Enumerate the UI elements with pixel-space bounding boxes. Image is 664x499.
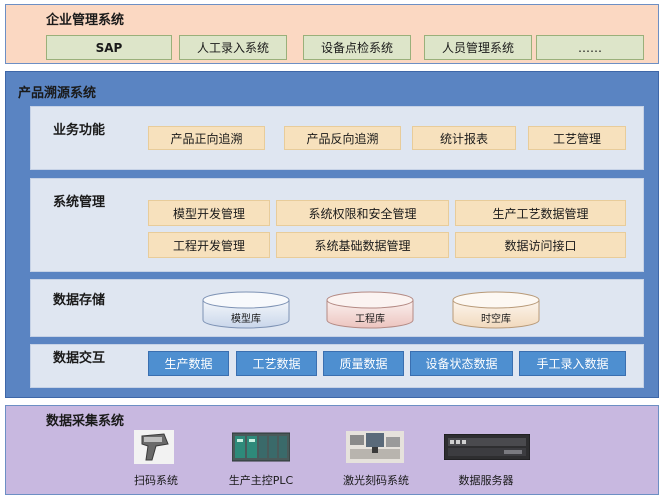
data-exchange-panel: 数据交互 生产数据 工艺数据 质量数据 设备状态数据 手工录入数据 [30,344,644,388]
barcode-scanner-icon [134,430,174,464]
collection-server-label: 数据服务器 [458,474,514,487]
exchange-item-process[interactable]: 工艺数据 [236,351,317,376]
collection-item-laser[interactable]: 激光刻码系统 [326,428,426,492]
collection-item-server[interactable]: 数据服务器 [436,428,536,492]
sysmgmt-item-permission-security[interactable]: 系统权限和安全管理 [276,200,449,226]
plc-icon [231,431,291,463]
data-storage-label: 数据存储 [53,293,106,308]
sysmgmt-item-model-dev[interactable]: 模型开发管理 [148,200,270,226]
enterprise-system-title: 企业管理系统 [46,13,125,28]
enterprise-item-sap[interactable]: SAP [46,35,172,60]
business-item-statistics[interactable]: 统计报表 [412,126,516,150]
collection-system-panel: 数据采集系统 扫码系统 生产主控PLC [5,405,659,495]
enterprise-item-manual-entry[interactable]: 人工录入系统 [179,35,287,60]
storage-spacetime-db[interactable]: 时空库 [451,290,541,330]
data-storage-panel: 数据存储 模型库 [30,279,644,337]
business-item-forward-trace[interactable]: 产品正向追溯 [148,126,265,150]
system-management-panel: 系统管理 模型开发管理 系统权限和安全管理 生产工艺数据管理 工程开发管理 系统… [30,178,644,272]
collection-plc-label: 生产主控PLC [228,474,294,487]
storage-project-db[interactable]: 工程库 [325,290,415,330]
collection-item-scanner[interactable]: 扫码系统 [116,428,196,492]
cylinder-icon [202,291,290,329]
sysmgmt-item-data-interface[interactable]: 数据访问接口 [455,232,626,258]
laser-marking-icon [346,431,404,463]
cylinder-icon [326,291,414,329]
storage-spacetime-db-label: 时空库 [481,314,511,325]
exchange-item-manual-entry[interactable]: 手工录入数据 [519,351,626,376]
enterprise-item-more[interactable]: …… [536,35,644,60]
enterprise-system-panel: 企业管理系统 SAP 人工录入系统 设备点检系统 人员管理系统 …… [5,4,659,64]
server-icon [443,433,531,461]
storage-project-db-label: 工程库 [355,314,385,325]
system-management-label: 系统管理 [53,195,106,210]
exchange-item-quality[interactable]: 质量数据 [323,351,404,376]
cylinder-icon [452,291,540,329]
business-item-backward-trace[interactable]: 产品反向追溯 [284,126,401,150]
data-exchange-label: 数据交互 [53,351,106,366]
business-functions-label: 业务功能 [53,123,106,138]
business-functions-panel: 业务功能 产品正向追溯 产品反向追溯 统计报表 工艺管理 [30,106,644,170]
exchange-item-production[interactable]: 生产数据 [148,351,229,376]
storage-model-db[interactable]: 模型库 [201,290,291,330]
enterprise-item-personnel[interactable]: 人员管理系统 [424,35,532,60]
sysmgmt-item-project-dev[interactable]: 工程开发管理 [148,232,270,258]
sysmgmt-item-base-data[interactable]: 系统基础数据管理 [276,232,449,258]
business-item-process-mgmt[interactable]: 工艺管理 [528,126,626,150]
collection-item-plc[interactable]: 生产主控PLC [216,428,306,492]
collection-laser-label: 激光刻码系统 [343,474,409,487]
storage-model-db-label: 模型库 [231,314,261,325]
collection-scanner-label: 扫码系统 [134,474,178,487]
collection-system-title: 数据采集系统 [46,414,125,429]
exchange-item-equipment-status[interactable]: 设备状态数据 [410,351,513,376]
trace-system-title: 产品溯源系统 [18,86,97,101]
sysmgmt-item-process-data[interactable]: 生产工艺数据管理 [455,200,626,226]
trace-system-panel: 产品溯源系统 业务功能 产品正向追溯 产品反向追溯 统计报表 工艺管理 系统管理… [5,71,659,398]
enterprise-item-equipment-check[interactable]: 设备点检系统 [303,35,411,60]
